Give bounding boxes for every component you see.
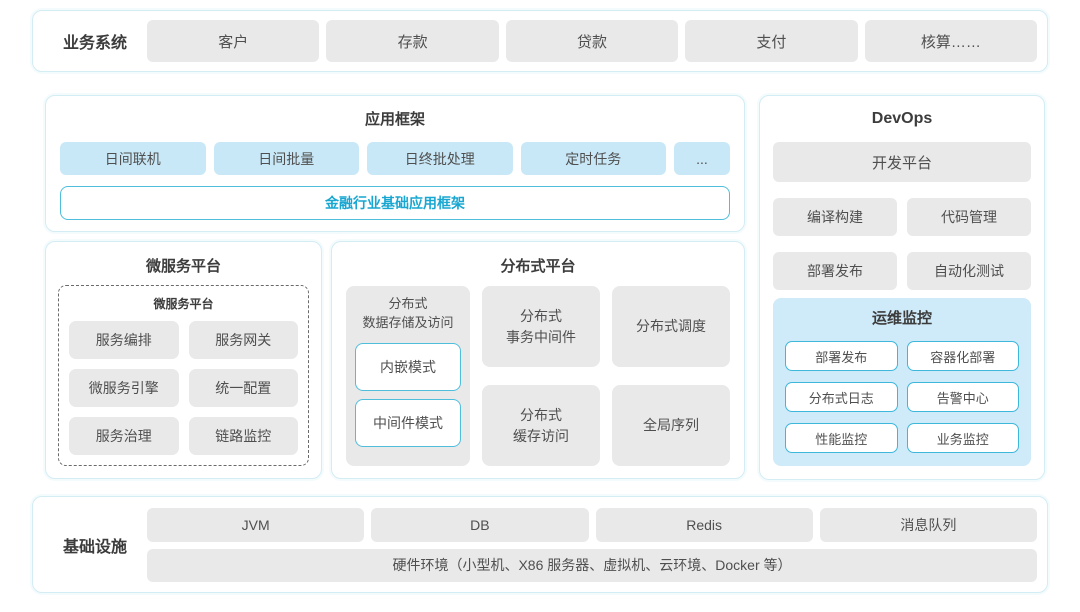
microservice-platform-card: 微服务平台 微服务平台 服务编排 服务网关 微服务引擎 统一配置 服务治理 链路… [45, 241, 322, 479]
distributed-body: 分布式 数据存储及访问 内嵌模式 中间件模式 分布式 事务中间件 分布式 [346, 286, 730, 466]
infra-item-db: DB [371, 507, 589, 542]
micro-item-unified-config: 统一配置 [188, 369, 298, 407]
micro-item-orchestration: 服务编排 [69, 321, 179, 359]
microservice-grid: 服务编排 服务网关 微服务引擎 统一配置 服务治理 链路监控 [69, 321, 298, 455]
micro-item-engine: 微服务引擎 [69, 369, 179, 407]
finance-base-framework-box: 金融行业基础应用框架 [60, 186, 730, 220]
business-systems-items: 客户 存款 贷款 支付 核算…… [147, 20, 1038, 62]
dist-cell-line: 事务中间件 [506, 328, 576, 345]
micro-item-gateway: 服务网关 [188, 321, 298, 359]
dist-storage-label-line1: 分布式 [388, 296, 428, 311]
microservice-inner-title: 微服务平台 [153, 297, 214, 311]
ops-monitoring-panel: 运维监控 部署发布 容器化部署 分布式日志 告警中心 性能监控 业务监控 [773, 298, 1031, 466]
infrastructure-items: JVM DB Redis 消息队列 硬件环境（小型机、X86 服务器、虚拟机、云… [147, 507, 1037, 582]
devops-card: DevOps 开发平台 编译构建 代码管理 部署发布 自动化测试 运维监控 部署… [759, 95, 1045, 480]
devops-item-code-mgmt: 代码管理 [907, 198, 1031, 236]
micro-item-governance: 服务治理 [69, 417, 179, 455]
monitor-item-container-deploy: 容器化部署 [906, 341, 1019, 371]
dist-cell-line: 全局序列 [643, 417, 699, 433]
chip-daytime-online: 日间联机 [60, 142, 206, 175]
dist-column-2: 分布式 事务中间件 分布式 缓存访问 [482, 286, 600, 466]
devops-item-deploy-release: 部署发布 [773, 252, 897, 290]
business-item-payment: 支付 [685, 20, 858, 62]
dist-cell-transaction-middleware: 分布式 事务中间件 [482, 286, 600, 367]
dist-mode-middleware: 中间件模式 [355, 398, 461, 447]
devops-title: DevOps [871, 110, 933, 127]
infra-item-redis: Redis [595, 507, 813, 542]
app-framework-title: 应用框架 [364, 111, 425, 128]
platform-row: 微服务平台 微服务平台 服务编排 服务网关 微服务引擎 统一配置 服务治理 链路… [45, 241, 745, 479]
distributed-platform-card: 分布式平台 分布式 数据存储及访问 内嵌模式 中间件模式 分布式 事务中间件 [331, 241, 745, 479]
dist-column-3: 分布式调度 全局序列 [612, 286, 730, 466]
business-systems-bar: 业务系统 客户 存款 贷款 支付 核算…… [32, 10, 1048, 72]
infrastructure-chip-row: JVM DB Redis 消息队列 [147, 507, 1037, 542]
chip-scheduled-task: 定时任务 [520, 142, 666, 175]
app-framework-chip-row: 日间联机 日间批量 日终批处理 定时任务 ... [60, 142, 730, 175]
devops-tools-grid: 编译构建 代码管理 部署发布 自动化测试 [773, 198, 1031, 290]
dist-mode-embedded: 内嵌模式 [355, 342, 461, 391]
monitor-item-performance: 性能监控 [785, 423, 898, 453]
infra-item-message-queue: 消息队列 [819, 507, 1037, 542]
devops-item-build: 编译构建 [773, 198, 897, 236]
business-systems-label: 业务系统 [62, 35, 127, 52]
dist-storage-label-line2: 数据存储及访问 [362, 314, 454, 330]
chip-more-ellipsis: ... [674, 142, 730, 175]
business-item-loan: 贷款 [505, 20, 679, 62]
dist-cell-cache-access: 分布式 缓存访问 [482, 385, 600, 466]
middle-zone: 应用框架 日间联机 日间批量 日终批处理 定时任务 ... 金融行业基础应用框架… [45, 95, 1045, 480]
infrastructure-bar: 基础设施 JVM DB Redis 消息队列 硬件环境（小型机、X86 服务器、… [32, 496, 1048, 593]
monitor-item-deploy-release: 部署发布 [785, 341, 898, 371]
dist-cell-scheduler: 分布式调度 [612, 286, 730, 367]
business-item-customer: 客户 [147, 20, 320, 62]
left-column: 应用框架 日间联机 日间批量 日终批处理 定时任务 ... 金融行业基础应用框架… [45, 95, 745, 480]
microservice-inner-group: 微服务平台 服务编排 服务网关 微服务引擎 统一配置 服务治理 链路监控 [58, 285, 309, 466]
infra-hardware-env: 硬件环境（小型机、X86 服务器、虚拟机、云环境、Docker 等） [147, 548, 1037, 582]
chip-eod-batch: 日终批处理 [367, 142, 513, 175]
business-item-accounting: 核算…… [864, 20, 1038, 62]
devops-dev-platform: 开发平台 [773, 142, 1031, 182]
architecture-diagram: 业务系统 客户 存款 贷款 支付 核算…… 应用框架 日间联机 日间批量 日终批… [0, 10, 1080, 593]
dist-cell-line: 分布式调度 [636, 318, 706, 334]
ops-monitoring-grid: 部署发布 容器化部署 分布式日志 告警中心 性能监控 业务监控 [785, 341, 1019, 453]
app-framework-card: 应用框架 日间联机 日间批量 日终批处理 定时任务 ... 金融行业基础应用框架 [45, 95, 745, 232]
dist-cell-line: 缓存访问 [513, 427, 569, 444]
dist-storage-group: 分布式 数据存储及访问 内嵌模式 中间件模式 [346, 286, 470, 466]
microservice-title: 微服务平台 [145, 258, 221, 275]
distributed-title: 分布式平台 [500, 258, 576, 275]
dist-cell-global-sequence: 全局序列 [612, 385, 730, 466]
infrastructure-label: 基础设施 [62, 538, 127, 556]
ops-monitoring-title: 运维监控 [871, 310, 932, 327]
micro-item-trace-monitor: 链路监控 [188, 417, 298, 455]
devops-item-auto-test: 自动化测试 [907, 252, 1031, 290]
dist-cell-line: 分布式 [520, 307, 562, 324]
monitor-item-alert-center: 告警中心 [906, 382, 1019, 412]
business-item-deposit: 存款 [326, 20, 499, 62]
monitor-item-distributed-log: 分布式日志 [785, 382, 898, 412]
monitor-item-business: 业务监控 [906, 423, 1019, 453]
infra-item-jvm: JVM [147, 507, 365, 542]
chip-daytime-batch: 日间批量 [213, 142, 359, 175]
dist-cell-line: 分布式 [520, 406, 562, 423]
